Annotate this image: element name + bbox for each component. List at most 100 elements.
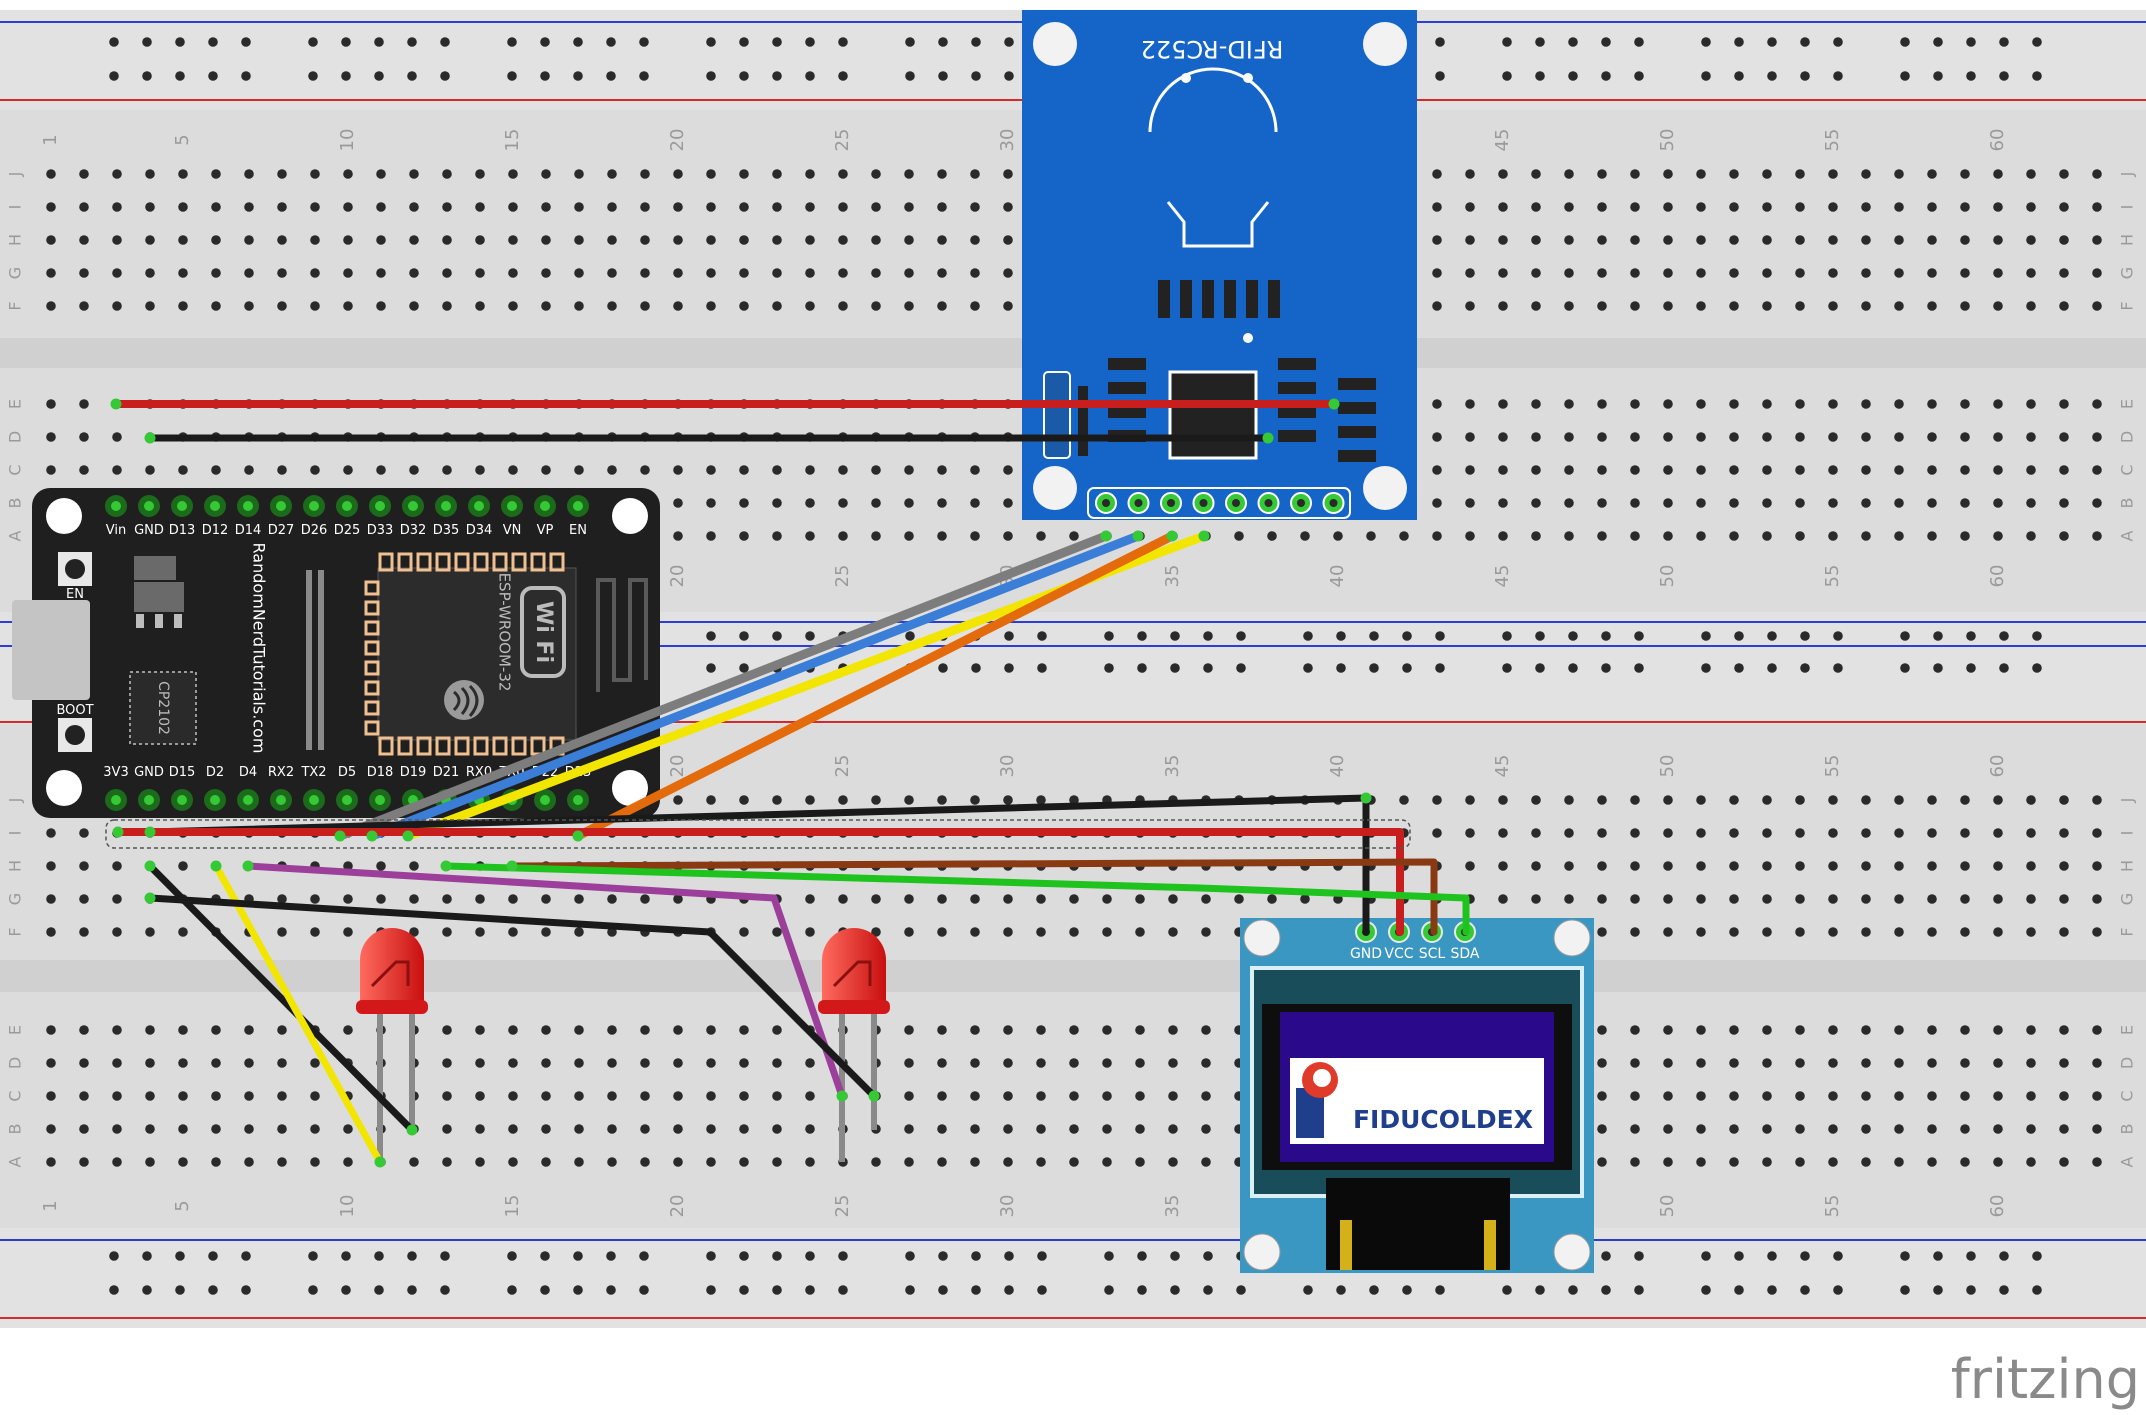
breadboard-hole	[1762, 202, 1772, 212]
breadboard-hole	[607, 169, 617, 179]
breadboard-hole	[208, 37, 218, 47]
breadboard-hole	[79, 465, 89, 475]
breadboard-hole	[178, 1124, 188, 1134]
breadboard-hole	[1465, 399, 1475, 409]
column-number: 25	[832, 1195, 853, 1218]
breadboard-hole	[508, 894, 518, 904]
breadboard-hole	[1003, 1157, 1013, 1167]
column-number: 20	[667, 1195, 688, 1218]
breadboard-hole	[640, 465, 650, 475]
breadboard-hole	[1564, 828, 1574, 838]
breadboard-hole	[1894, 1124, 1904, 1134]
breadboard-hole	[1927, 894, 1937, 904]
breadboard-hole	[2032, 37, 2042, 47]
breadboard-hole	[1564, 894, 1574, 904]
breadboard-hole	[343, 301, 353, 311]
breadboard-hole	[2059, 1058, 2069, 1068]
breadboard-hole	[1833, 1251, 1843, 1261]
wroom-pad	[492, 736, 508, 756]
breadboard-hole	[1535, 663, 1545, 673]
breadboard-hole	[2059, 894, 2069, 904]
breadboard-hole	[1201, 1058, 1211, 1068]
breadboard-hole	[244, 169, 254, 179]
breadboard-hole	[79, 169, 89, 179]
esp32-pin-label: GND	[134, 765, 164, 780]
wire-endpoints	[110, 398, 1372, 1168]
breadboard-hole	[1102, 1025, 1112, 1035]
breadboard-hole	[1564, 268, 1574, 278]
breadboard-hole	[1800, 71, 1810, 81]
breadboard-hole	[1531, 894, 1541, 904]
breadboard-hole	[1894, 861, 1904, 871]
breadboard-hole	[79, 301, 89, 311]
row-letter: I	[2118, 205, 2137, 210]
breadboard-hole	[706, 37, 716, 47]
breadboard-hole	[1900, 663, 1910, 673]
esp32-pin-label: Vin	[106, 523, 126, 538]
breadboard-hole	[2026, 432, 2036, 442]
row-letter: H	[2118, 234, 2137, 246]
mounting-hole	[1553, 1233, 1591, 1271]
breadboard-hole	[640, 1091, 650, 1101]
breadboard-hole	[1135, 1124, 1145, 1134]
breadboard-hole	[706, 1285, 716, 1295]
breadboard-hole	[308, 71, 318, 81]
breadboard-hole	[277, 1124, 287, 1134]
breadboard-hole	[2059, 1091, 2069, 1101]
breadboard-hole	[46, 1058, 56, 1068]
breadboard-hole	[1795, 828, 1805, 838]
breadboard-hole	[508, 235, 518, 245]
breadboard-hole	[178, 465, 188, 475]
breadboard-hole	[805, 169, 815, 179]
breadboard-hole	[475, 301, 485, 311]
breadboard-hole	[1170, 1251, 1180, 1261]
breadboard-hole	[905, 37, 915, 47]
breadboard-hole	[640, 301, 650, 311]
breadboard-hole	[1993, 235, 2003, 245]
breadboard-hole	[1531, 268, 1541, 278]
breadboard-hole	[1203, 1285, 1213, 1295]
breadboard-hole	[1762, 828, 1772, 838]
breadboard-hole	[937, 235, 947, 245]
breadboard-hole	[1894, 1058, 1904, 1068]
breadboard-hole	[1993, 268, 2003, 278]
breadboard-hole	[310, 301, 320, 311]
breadboard-hole	[1795, 432, 1805, 442]
breadboard-hole	[1336, 1285, 1346, 1295]
breadboard-hole	[1795, 235, 1805, 245]
breadboard-hole	[1498, 235, 1508, 245]
breadboard-hole	[178, 1025, 188, 1035]
breadboard-hole	[739, 663, 749, 673]
breadboard-hole	[937, 465, 947, 475]
breadboard-hole	[440, 1251, 450, 1261]
breadboard-hole	[1564, 301, 1574, 311]
breadboard-hole	[145, 1025, 155, 1035]
breadboard-hole	[904, 894, 914, 904]
breadboard-hole	[343, 268, 353, 278]
breadboard-hole	[2092, 1157, 2102, 1167]
breadboard-hole	[772, 235, 782, 245]
breadboard-hole	[1597, 861, 1607, 871]
breadboard-hole	[541, 202, 551, 212]
breadboard-hole	[706, 631, 716, 641]
esp32-pin-label: D32	[400, 523, 427, 538]
row-letter: A	[2118, 1156, 2137, 1167]
breadboard-hole	[1498, 498, 1508, 508]
breadboard-hole	[142, 1285, 152, 1295]
breadboard-hole	[374, 1251, 384, 1261]
breadboard-hole	[673, 1025, 683, 1035]
breadboard-hole	[904, 498, 914, 508]
breadboard-hole	[640, 1157, 650, 1167]
breadboard-hole	[145, 1124, 155, 1134]
breadboard-hole	[409, 927, 419, 937]
breadboard-hole	[1701, 1285, 1711, 1295]
breadboard-hole	[1729, 268, 1739, 278]
breadboard-hole	[1861, 927, 1871, 937]
breadboard-hole	[1960, 828, 1970, 838]
breadboard-hole	[1535, 37, 1545, 47]
breadboard-hole	[208, 1251, 218, 1261]
breadboard-hole	[1003, 1091, 1013, 1101]
wroom-pads	[364, 552, 565, 756]
breadboard-hole	[541, 1025, 551, 1035]
